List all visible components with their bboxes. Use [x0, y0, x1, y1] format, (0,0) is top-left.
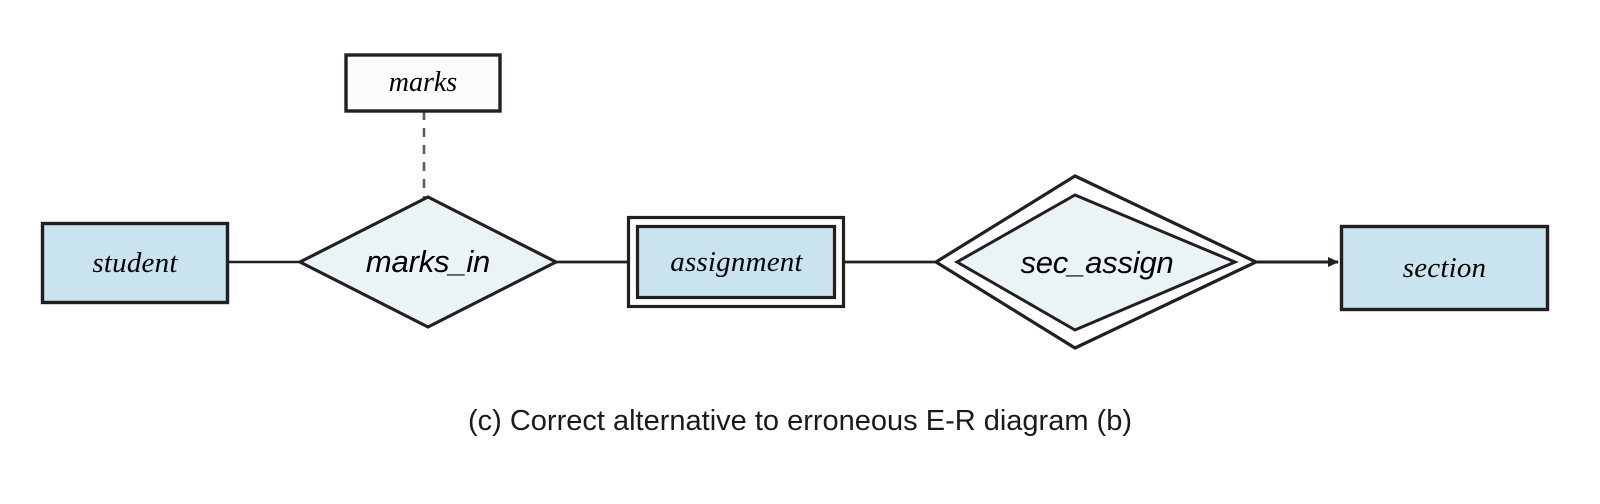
- entity-box-section[interactable]: [1339, 224, 1550, 312]
- relationship-diamond-sec-assign-inner[interactable]: [953, 193, 1239, 332]
- figure-caption: (c) Correct alternative to erroneous E-R…: [467, 405, 1132, 437]
- entity-box-assignment-inner[interactable]: [635, 224, 837, 300]
- relationship-diamond-marks-in[interactable]: [296, 195, 560, 329]
- attribute-box-marks[interactable]: [344, 53, 502, 113]
- entity-box-student[interactable]: [40, 221, 230, 305]
